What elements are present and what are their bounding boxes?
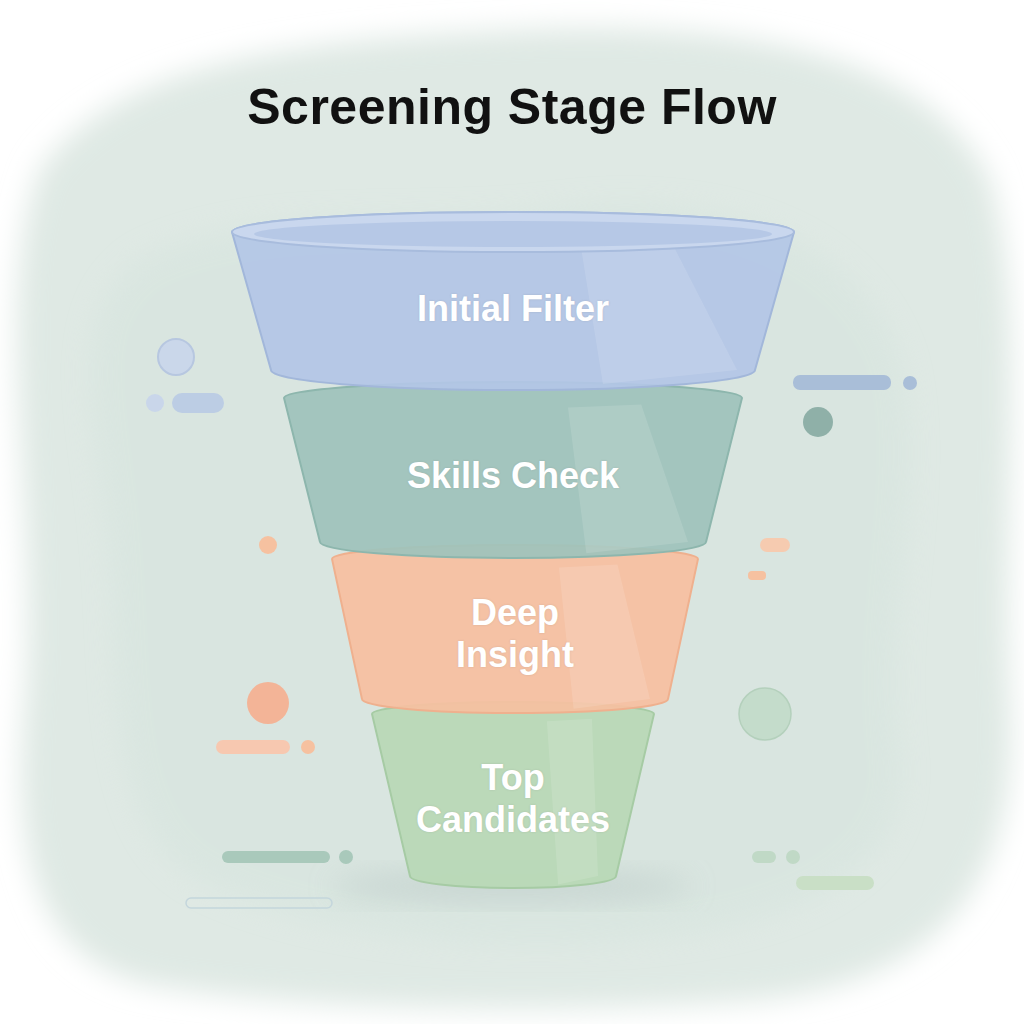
dash (760, 538, 790, 552)
band-label: Initial Filter (417, 288, 609, 330)
band-rim (232, 212, 794, 252)
funnel-band: Deep Insight (332, 545, 698, 713)
dot (301, 740, 315, 754)
band-label: Deep Insight (424, 592, 607, 676)
dot (146, 394, 164, 412)
band-body (332, 545, 698, 713)
dash (216, 740, 290, 754)
dot (247, 682, 289, 724)
band-body (232, 212, 794, 390)
dash (222, 851, 330, 863)
band-rim-inner (254, 221, 772, 247)
dot (259, 536, 277, 554)
dash (748, 571, 766, 580)
funnel-band: Top Candidates (372, 702, 654, 888)
dash (793, 375, 891, 390)
dot (786, 850, 800, 864)
funnel-band: Skills Check (284, 382, 742, 558)
dash (796, 876, 874, 890)
band-label: Top Candidates (416, 757, 610, 841)
funnel-band: Initial Filter (232, 212, 794, 390)
dot (903, 376, 917, 390)
dash (172, 393, 224, 413)
band-body (372, 702, 654, 888)
dot (803, 407, 833, 437)
diagram-title: Screening Stage Flow (0, 78, 1024, 136)
band-body (284, 382, 742, 558)
dot (739, 688, 791, 740)
band-label: Skills Check (407, 455, 619, 497)
dot (158, 339, 194, 375)
decoration (146, 339, 917, 908)
dash (752, 851, 776, 863)
watercolor-wash (17, 29, 1011, 1009)
dot (339, 850, 353, 864)
watercolor-wash (91, 206, 910, 943)
dash (186, 898, 332, 908)
